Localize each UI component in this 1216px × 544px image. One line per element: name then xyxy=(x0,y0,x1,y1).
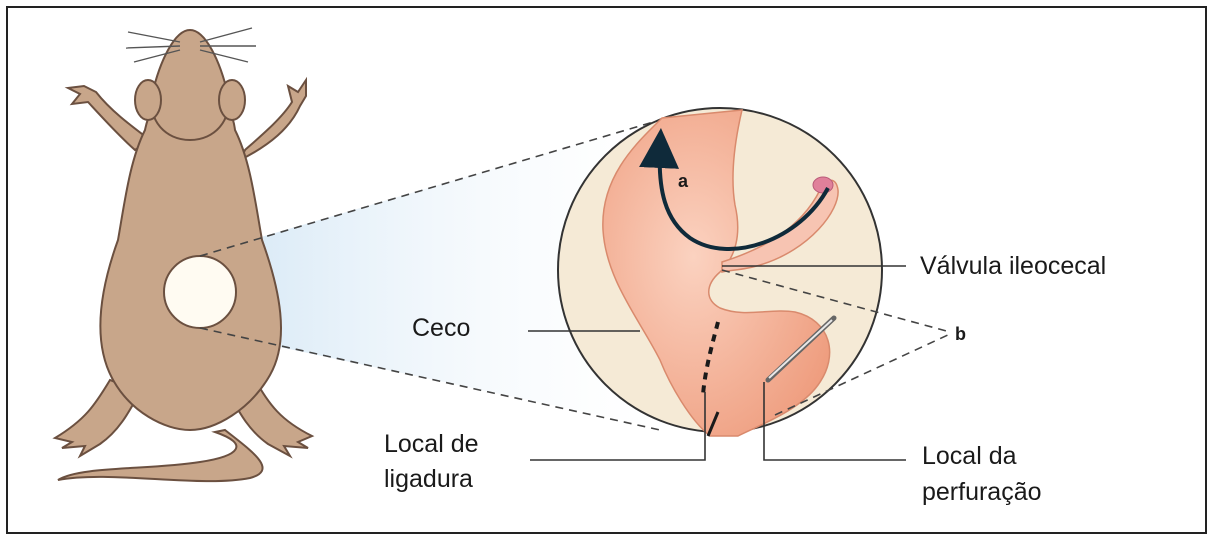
label-local-ligadura-line1: Local de xyxy=(384,428,479,461)
ileum-end xyxy=(813,177,833,193)
label-local-perfuracao-line2: perfuração xyxy=(922,476,1042,509)
label-a: a xyxy=(678,165,688,198)
rat-left-ear xyxy=(135,80,161,120)
label-valvula-ileocecal: Válvula ileocecal xyxy=(920,250,1106,283)
rat-right-ear xyxy=(219,80,245,120)
label-ceco: Ceco xyxy=(412,312,470,345)
label-local-perfuracao-line1: Local da xyxy=(922,440,1017,473)
rat-right-arm xyxy=(240,80,306,160)
incision-window xyxy=(164,256,236,328)
label-local-ligadura-line2: ligadura xyxy=(384,463,473,496)
label-b: b xyxy=(955,318,966,351)
